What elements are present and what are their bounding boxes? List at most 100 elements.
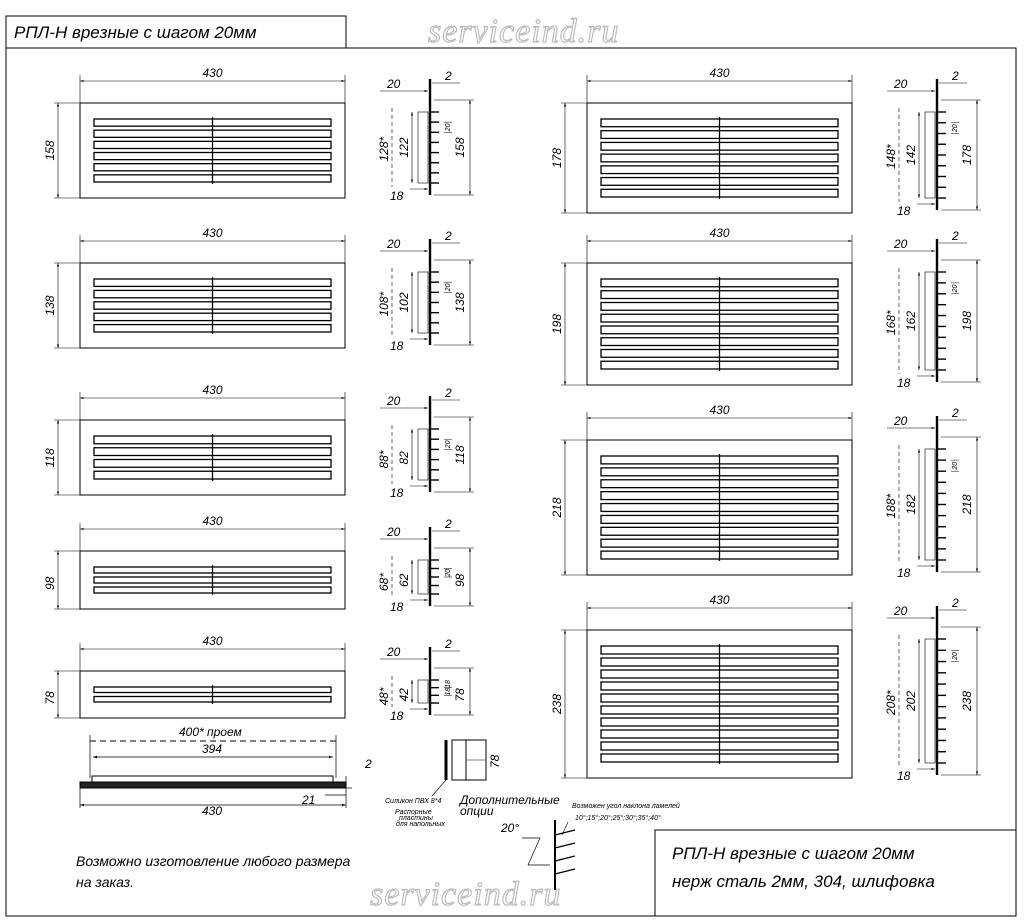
depth-dim: 18 <box>390 709 404 723</box>
grille-frame <box>79 419 346 496</box>
pitch-dim: 20 <box>445 440 452 449</box>
title-bottom-line2: нерж сталь 2мм, 304, шлифовка <box>672 872 935 891</box>
inner-height-dim: 162 <box>904 311 918 331</box>
grille-width-dim: 430 <box>203 226 223 240</box>
opening-height-dim: 88* <box>377 450 391 468</box>
grille-width-dim: 430 <box>203 514 223 528</box>
top-depth-dim: 21 <box>301 793 315 807</box>
angle-note-2: 10°;15°;20°;25°;30°;35°;40° <box>575 814 661 822</box>
inner-height-dim: 62 <box>397 573 411 587</box>
depth-dim: 18 <box>390 600 404 614</box>
pitch-dim: 20 <box>445 283 452 292</box>
title-box-bottom: РПЛ-Н врезные с шагом 20мм нерж сталь 2м… <box>654 829 1017 917</box>
grille-height-dim: 238 <box>550 694 564 715</box>
seal-label: Силикон ПВХ 8*4 <box>385 798 442 805</box>
grille-height-dim: 118 <box>43 448 57 467</box>
angle-value: 20° <box>500 821 519 835</box>
grille-width-dim: 430 <box>710 593 730 607</box>
grille-width-dim: 430 <box>710 403 730 417</box>
opening-height-dim: 108* <box>377 291 391 316</box>
grille-width-dim: 430 <box>710 66 730 80</box>
pitch-dim: 18 <box>445 680 452 688</box>
grille-frame <box>586 102 853 214</box>
flange-dim: 20 <box>386 77 401 91</box>
title-top: РПЛ-Н врезные с шагом 20мм <box>14 23 257 42</box>
thickness-dim: 2 <box>951 596 959 610</box>
note-order-line1: Возможно изготовление любого размера <box>76 853 351 869</box>
grille-drawings: 430158202122128*2015818430138202102108*2… <box>43 66 981 783</box>
opening-height-dim: 168* <box>884 310 898 335</box>
inner-height-dim: 122 <box>397 137 411 157</box>
flange-dim: 20 <box>893 77 908 91</box>
thickness-dim: 2 <box>444 229 452 243</box>
options-sketch: 78 Силикон ПВХ 8*4 Распорные пластины дл… <box>385 739 560 828</box>
grille-height-dim: 78 <box>43 691 57 705</box>
grille-height-dim: 218 <box>550 497 564 518</box>
opening-height-dim: 48* <box>377 687 391 705</box>
section-height-dim: 218 <box>960 494 974 515</box>
flange-dim: 20 <box>386 394 401 408</box>
inner-width-dim: 394 <box>202 742 222 756</box>
flange-dim: 20 <box>893 414 908 428</box>
pitch-dim: 20 <box>445 569 452 578</box>
outer-width-dim: 430 <box>202 804 222 818</box>
section-height-dim: 158 <box>453 137 467 157</box>
plates-label-2: пластины <box>399 815 434 822</box>
section-height-dim: 178 <box>960 145 974 165</box>
grille-width-dim: 430 <box>203 66 223 80</box>
inner-height-dim: 202 <box>904 691 918 712</box>
grille-width-dim: 430 <box>203 634 223 648</box>
angle-sketch: 20° Возможен угол наклона ламелей 10°;15… <box>500 802 680 890</box>
plates-label-1: Распорные <box>395 809 432 816</box>
thickness-dim: 2 <box>444 517 452 531</box>
grille-frame <box>79 550 346 610</box>
depth-dim: 18 <box>390 189 404 203</box>
grille-frame <box>586 439 853 576</box>
grille-frame <box>79 670 346 719</box>
depth-dim: 18 <box>897 204 911 218</box>
flange-dim: 20 <box>893 237 908 251</box>
depth-dim: 18 <box>897 769 911 783</box>
sheet-frame <box>5 47 1017 917</box>
title-bottom-line1: РПЛ-Н врезные с шагом 20мм <box>672 844 915 863</box>
grille-width-dim: 430 <box>203 383 223 397</box>
grille-height-dim: 158 <box>43 140 57 160</box>
thickness-dim: 2 <box>951 69 959 83</box>
thickness-dim: 2 <box>951 406 959 420</box>
opening-height-dim: 208* <box>884 690 898 716</box>
depth-dim: 18 <box>390 486 404 500</box>
depth-dim: 18 <box>390 339 404 353</box>
pitch-dim: 20 <box>952 284 959 293</box>
flange-dim: 20 <box>386 237 401 251</box>
flange-dim: 20 <box>386 525 401 539</box>
grille-frame <box>586 262 853 386</box>
options-title-2: опции <box>460 804 494 818</box>
pitch-dim: 20 <box>445 123 452 132</box>
thickness-dim: 2 <box>444 637 452 651</box>
pitch-dim: 20 <box>952 462 959 471</box>
inner-height-dim: 82 <box>397 451 411 465</box>
pitch-dim: 20 <box>952 652 959 661</box>
inner-height-dim: 182 <box>904 494 918 514</box>
pitch-dim: 18 <box>445 688 452 696</box>
top-thickness-dim: 2 <box>364 757 372 771</box>
inner-height-dim: 42 <box>397 688 411 702</box>
grille-height-dim: 198 <box>550 314 564 334</box>
top-view: 400* проем 394 430 2 21 <box>79 725 372 818</box>
